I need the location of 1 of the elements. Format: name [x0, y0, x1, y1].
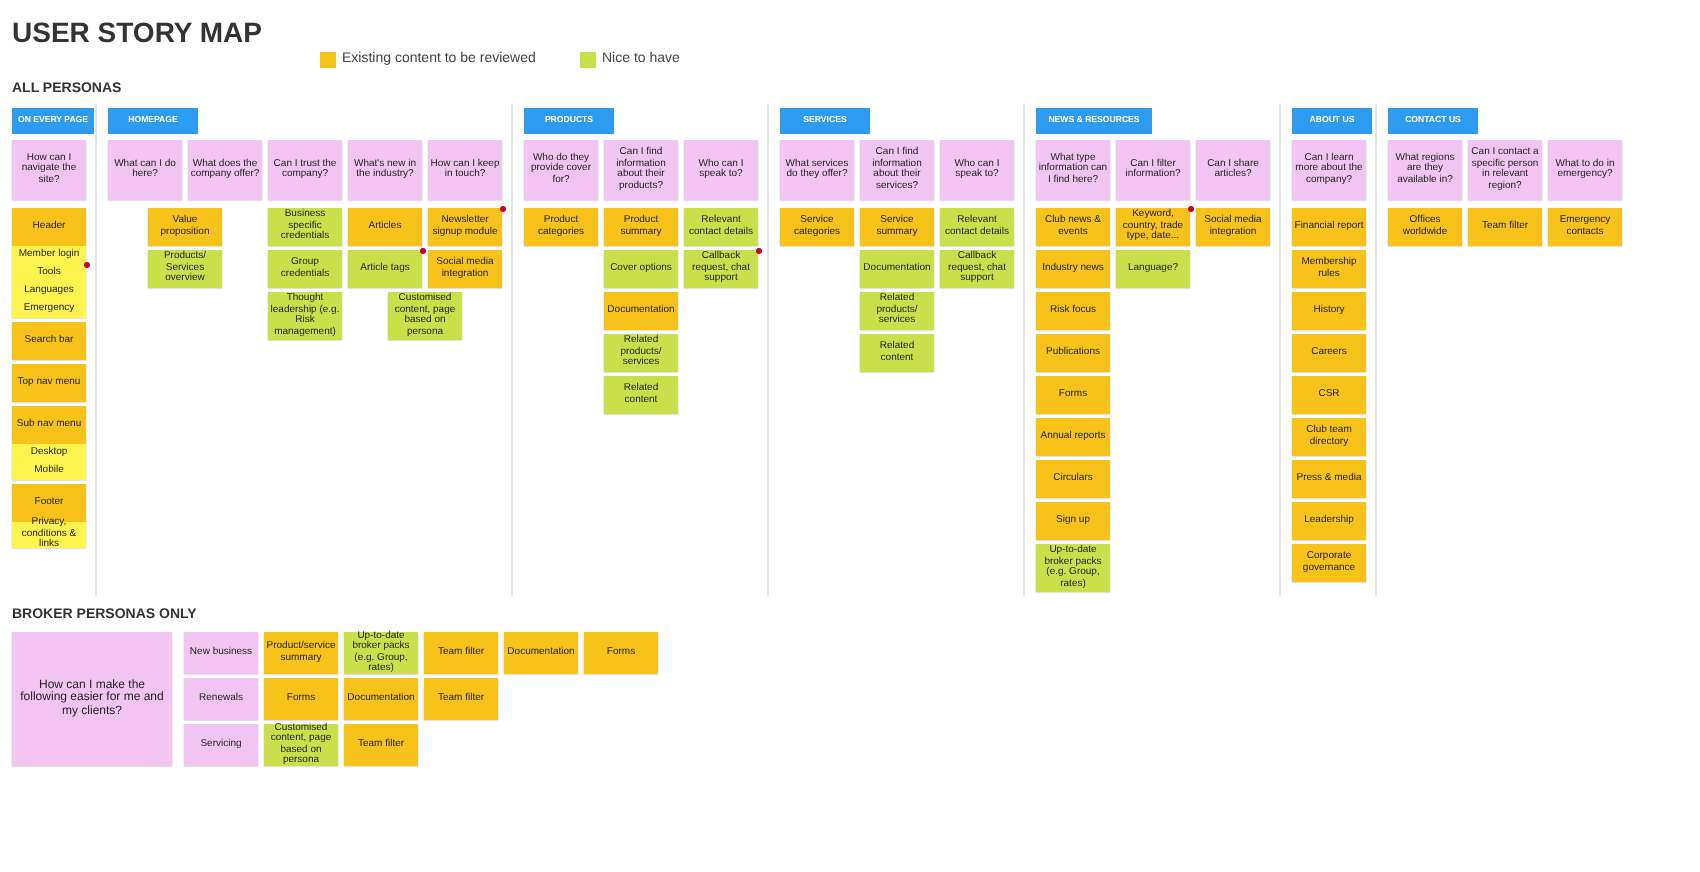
title: USER STORY MAP [12, 16, 262, 48]
